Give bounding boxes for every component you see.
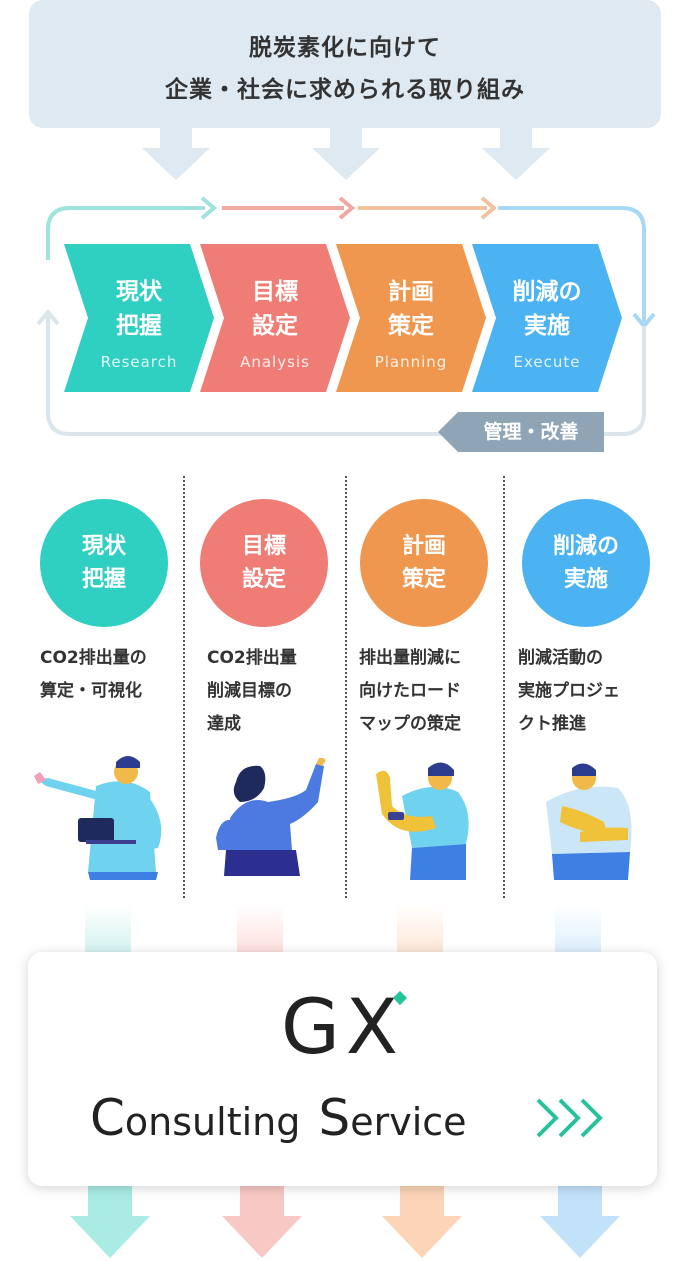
- column-divider: [183, 476, 185, 898]
- description-line: 排出量削減に: [359, 648, 461, 668]
- step-en: Execute: [513, 353, 581, 371]
- column-description: CO2排出量の 算定・可視化: [40, 642, 180, 708]
- step-en: Research: [100, 353, 178, 371]
- circle-title-2: 把握: [81, 567, 126, 592]
- description-line: 算定・可視化: [40, 681, 142, 701]
- down-arrow-icon: [142, 128, 210, 180]
- step-title-1: 計画: [388, 279, 434, 305]
- circle-planning: 計画 策定: [360, 499, 488, 627]
- chevron-planning: [336, 244, 486, 392]
- column-description: CO2排出量 削減目標の 達成: [207, 642, 342, 741]
- circle-research: 現状 把握: [40, 499, 168, 627]
- chevron-research: [64, 244, 214, 392]
- up-arrow-icon: [36, 308, 60, 326]
- step-title-1: 削減の: [512, 279, 582, 305]
- column-divider: [345, 476, 347, 898]
- step-title-2: 把握: [116, 313, 162, 339]
- step-title-2: 策定: [388, 313, 434, 339]
- header-line-1: 脱炭素化に向けて: [249, 35, 441, 61]
- column-description: 削減活動の 実施プロジェ クト推進: [518, 642, 668, 741]
- description-line: 削減目標の: [207, 681, 292, 701]
- right-arrow-icon: [338, 196, 356, 220]
- step-title-2: 設定: [252, 313, 298, 339]
- circle-title-1: 目標: [241, 534, 286, 559]
- step-analysis: 目標 設定 Analysis: [214, 275, 336, 371]
- description-line: 達成: [207, 714, 241, 734]
- step-en: Planning: [374, 353, 448, 371]
- wordmark-service: ervice: [350, 1100, 467, 1144]
- down-arrow-icon: [222, 1186, 302, 1258]
- circle-title-1: 削減の: [552, 534, 619, 559]
- description-line: CO2排出量: [207, 648, 297, 668]
- wordmark-consulting: onsulting: [124, 1100, 301, 1144]
- down-arrow-icon: [382, 1186, 462, 1258]
- management-label-bg: [438, 412, 604, 452]
- gx-consulting-card: GX Consulting Service: [28, 952, 657, 1186]
- description-line: 削減活動の: [518, 648, 603, 668]
- step-research: 現状 把握 Research: [78, 275, 200, 371]
- step-title-1: 現状: [116, 279, 162, 305]
- description-line: CO2排出量の: [40, 648, 147, 668]
- right-arrow-icon: [200, 196, 218, 220]
- right-arrow-icon: [480, 196, 498, 220]
- chevron-analysis: [200, 244, 350, 392]
- person-arms-crossed-illustration: [546, 763, 632, 880]
- wordmark-cap-s: S: [318, 1089, 351, 1147]
- header-box: 脱炭素化に向けて 企業・社会に求められる取り組み: [29, 0, 661, 128]
- circle-title-1: 計画: [401, 534, 446, 559]
- column-description: 排出量削減に 向けたロード マップの策定: [359, 642, 499, 741]
- gx-logo-mark: GX: [281, 982, 404, 1071]
- step-en: Analysis: [240, 353, 310, 371]
- step-title-2: 実施: [524, 313, 570, 339]
- step-title-1: 目標: [252, 279, 298, 305]
- down-arrow-icon: [70, 1186, 150, 1258]
- circle-analysis: 目標 設定: [200, 499, 328, 627]
- description-line: 向けたロード: [359, 681, 461, 701]
- wordmark-cap-c: C: [90, 1089, 125, 1147]
- person-pointing-illustration: [216, 758, 326, 876]
- person-thinking-illustration: [376, 762, 469, 880]
- column-divider: [503, 476, 505, 898]
- circle-title-2: 設定: [241, 567, 286, 592]
- cycle-loop: [36, 196, 656, 436]
- chevron-execute: [472, 244, 622, 392]
- circle-title-2: 実施: [563, 567, 608, 592]
- triple-chevron-icon: [536, 1098, 603, 1138]
- person-laptop-illustration: [34, 756, 162, 880]
- description-line: マップの策定: [359, 714, 461, 734]
- step-execute: 削減の 実施 Execute: [486, 275, 608, 371]
- service-wordmark: Consulting Service: [90, 1090, 467, 1150]
- management-label: 管理・改善: [483, 421, 579, 443]
- description-line: 実施プロジェ: [518, 681, 620, 701]
- circle-execute: 削減の 実施: [522, 499, 650, 627]
- down-arrow-icon: [312, 128, 380, 180]
- header-down-arrows: [142, 128, 550, 180]
- circle-title-2: 策定: [401, 567, 446, 592]
- description-line: クト推進: [518, 714, 586, 734]
- header-line-2: 企業・社会に求められる取り組み: [165, 77, 525, 103]
- step-planning: 計画 策定 Planning: [350, 275, 472, 371]
- down-arrow-icon: [540, 1186, 620, 1258]
- cycle-chevrons: [64, 244, 622, 392]
- down-arrow-icon: [482, 128, 550, 180]
- circle-title-1: 現状: [81, 534, 126, 559]
- bottom-arrows: [70, 1186, 620, 1258]
